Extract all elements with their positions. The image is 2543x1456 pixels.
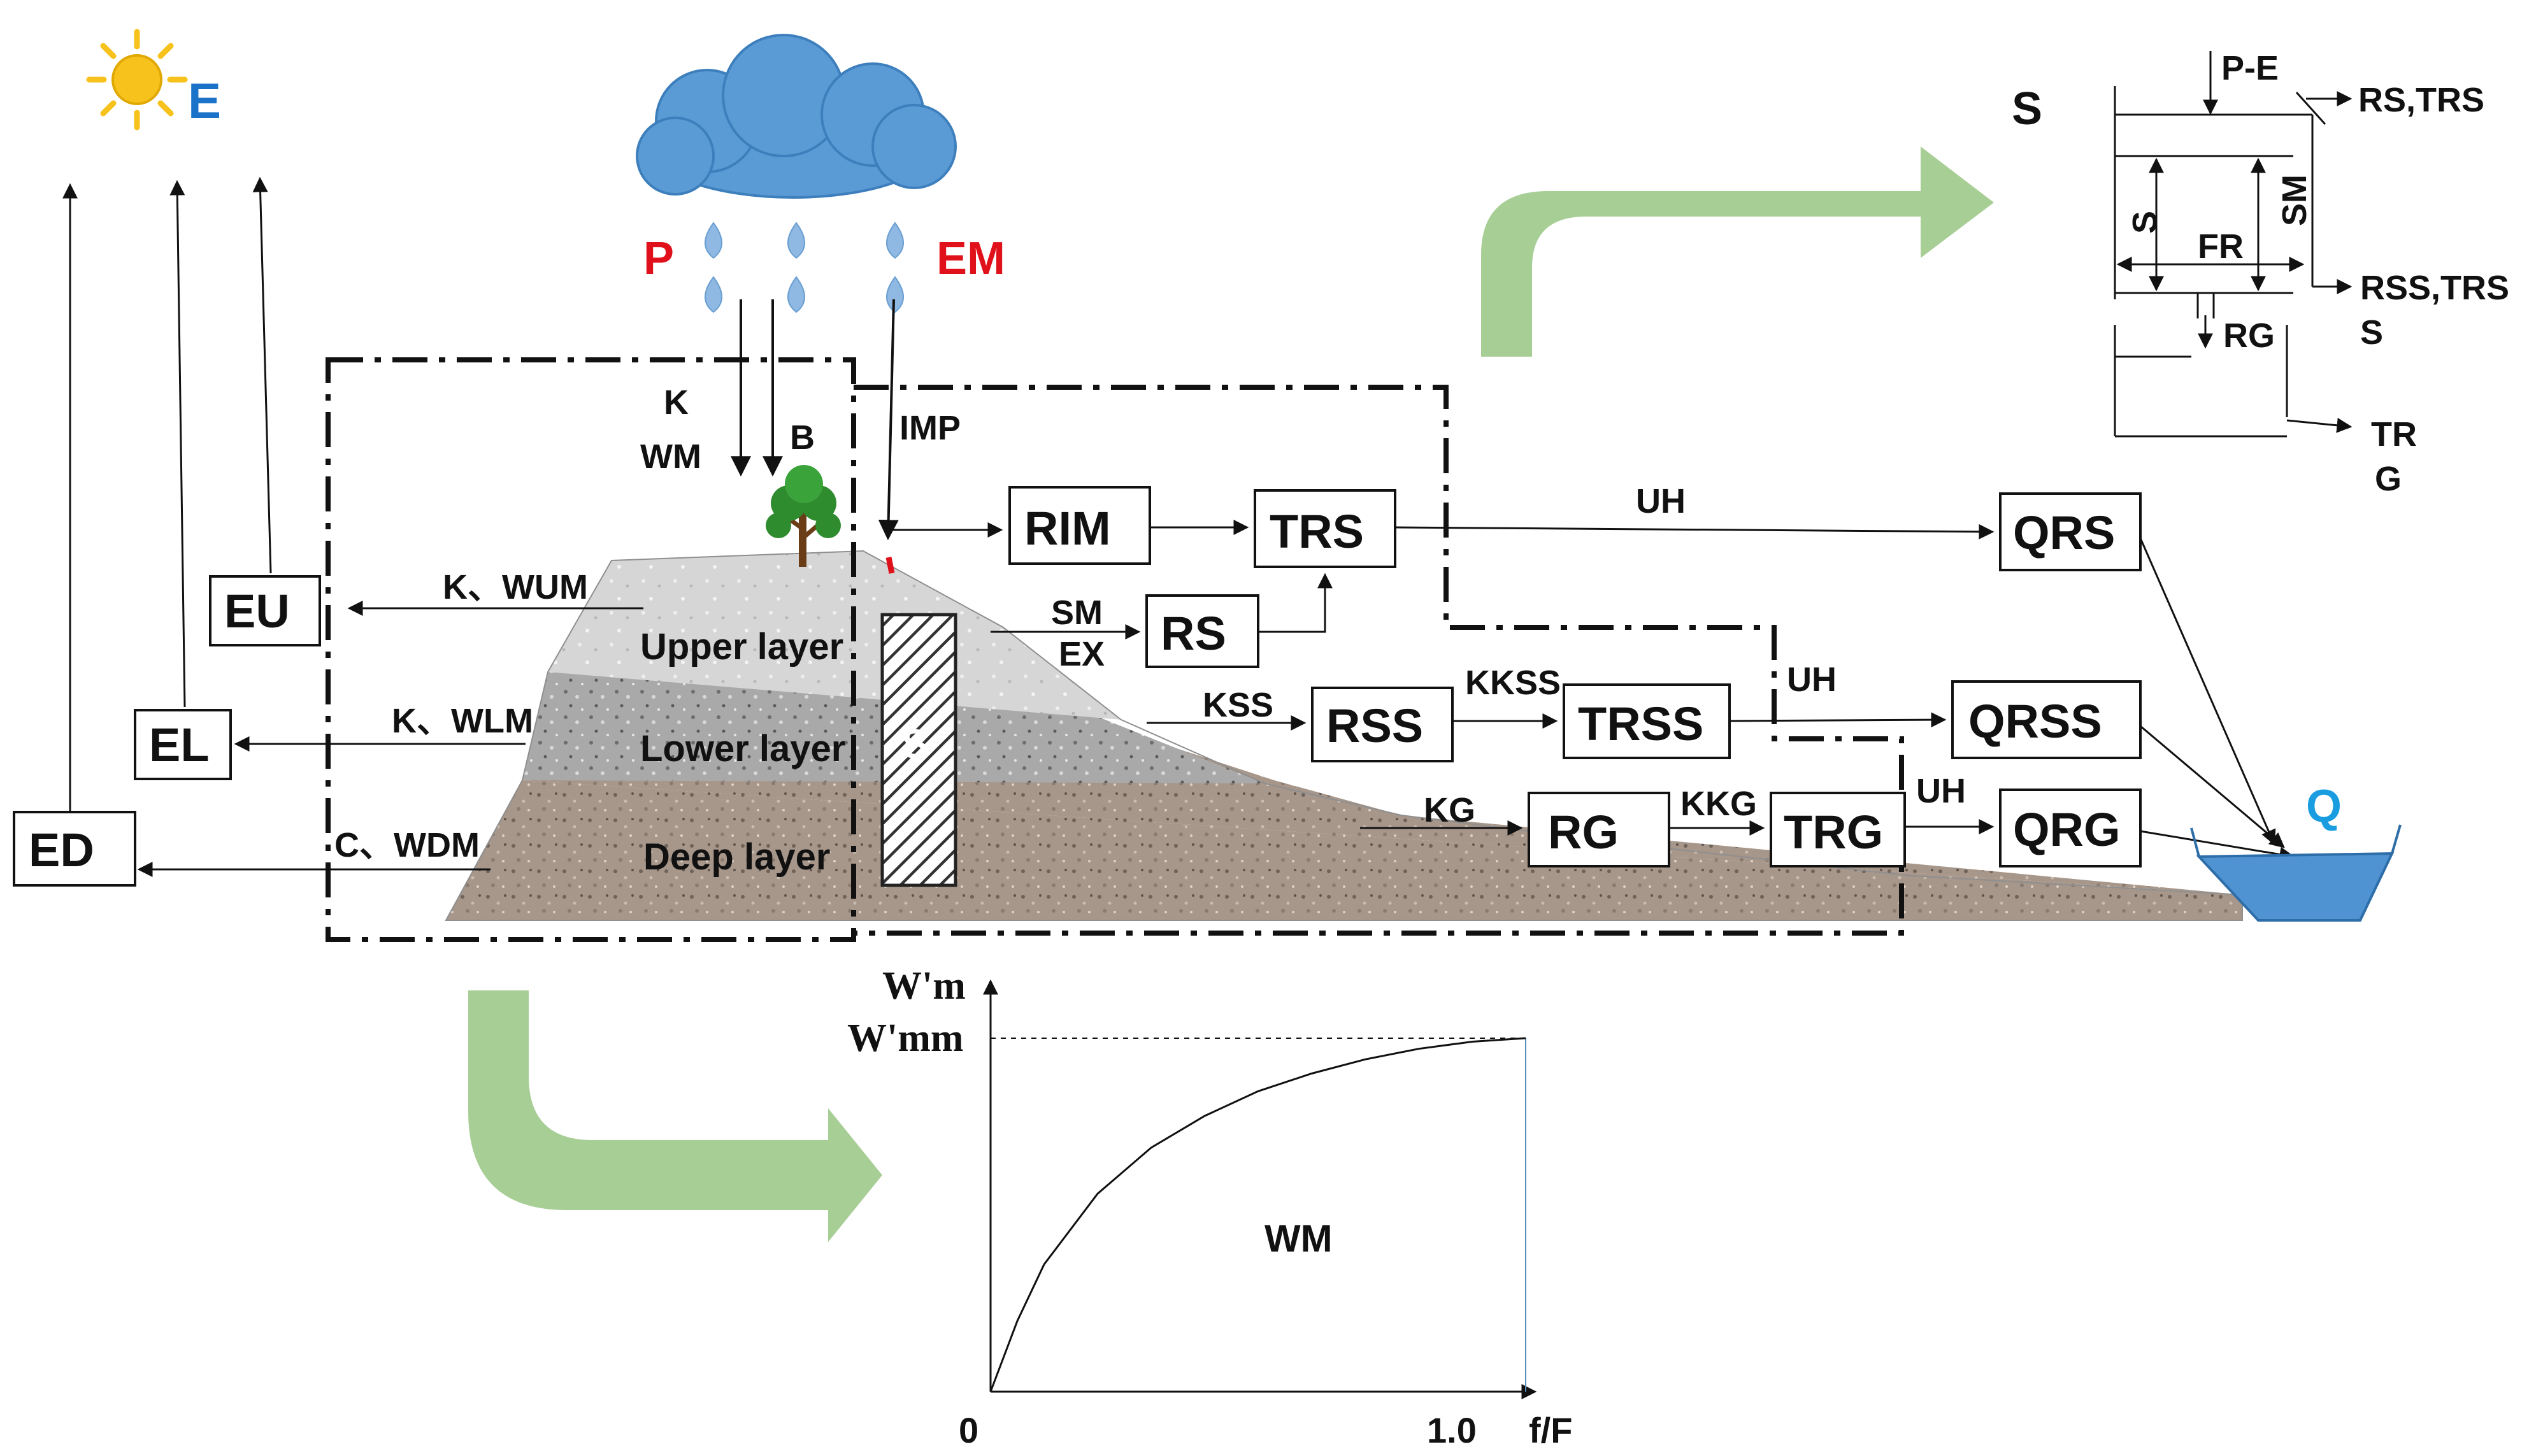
c-wdm-label: C、WDM <box>334 826 480 864</box>
red-mark <box>885 557 895 574</box>
y-label-top: W'm <box>882 964 966 1008</box>
inset-p-e: P-E <box>2221 49 2279 87</box>
x-origin-label: 0 <box>959 1410 978 1450</box>
trss-label: TRSS <box>1578 697 1703 750</box>
wm-label: WM <box>640 438 701 476</box>
uh-label-1: UH <box>1636 482 1686 520</box>
inset-rs-trs: RS,TRS <box>2358 81 2484 119</box>
capacity-curve-chart: W'm W'mm WM 0 1.0 f/F <box>847 964 1572 1450</box>
eu-label: EU <box>224 585 290 638</box>
el-box <box>134 709 232 780</box>
rs-label: RS <box>1161 607 1226 660</box>
trg-label: TRG <box>1784 806 1883 859</box>
rs-to-trs-arrow <box>1258 573 1333 633</box>
evaporation-label: E <box>188 73 221 129</box>
inset-rss-trss-1: RSS,TRS <box>2360 269 2509 307</box>
qrs-to-q-arrow <box>2139 538 2276 846</box>
qrg-box <box>1999 789 2142 867</box>
inset-s-side: S <box>2126 211 2164 234</box>
lower-layer-label: Lower layer <box>640 728 845 769</box>
inset-rss-trss-2: S <box>2360 313 2383 352</box>
qrg-to-q-arrow <box>2140 830 2295 862</box>
ex-label: EX <box>1059 635 1105 673</box>
green-arrow-upper <box>1481 146 1994 357</box>
kss-label: KSS <box>1203 686 1273 724</box>
kkss-label: KKSS <box>1465 664 1561 702</box>
area-label: WM <box>1264 1217 1333 1260</box>
ed-label: ED <box>29 824 94 876</box>
tree-icon <box>766 465 841 567</box>
green-arrow-lower <box>468 990 882 1242</box>
rim-box <box>1008 486 1151 565</box>
qrs-box <box>1999 492 2142 571</box>
b-label: B <box>790 418 815 457</box>
el-arrow <box>169 180 186 708</box>
inset-title: S <box>2012 83 2042 134</box>
trs-box <box>1254 489 1396 568</box>
inset-trg-1: TR <box>2371 415 2417 453</box>
qrss-box <box>1951 680 2142 759</box>
x-axis-label: f/F <box>1529 1410 1572 1450</box>
storage-label: S <box>901 721 929 767</box>
rs-box <box>1145 594 1259 668</box>
inset-trg-2: G <box>2375 460 2402 498</box>
sm-label: SM <box>1051 594 1103 632</box>
upper-layer <box>548 551 1121 720</box>
qrss-to-q-arrow <box>2140 725 2285 848</box>
y-label-max: W'mm <box>847 1017 964 1060</box>
rim-label: RIM <box>1024 502 1111 555</box>
rss-label: RSS <box>1326 699 1423 752</box>
inset-sm-side: SM <box>2275 175 2314 226</box>
rg-box <box>1528 792 1670 867</box>
qrs-label: QRS <box>2013 506 2115 559</box>
k-wlm-label: K、WLM <box>392 702 533 740</box>
trs-label: TRS <box>1270 505 1364 558</box>
trs-to-qrs-arrow <box>1394 524 1995 539</box>
storage-inset: S P-E RS,TRS S SM FR RSS,TRS S RG TR G <box>2012 49 2509 498</box>
imp-label: IMP <box>899 409 961 447</box>
rss-box <box>1311 687 1454 762</box>
rg-label: RG <box>1548 806 1619 859</box>
inset-fr: FR <box>2198 227 2244 266</box>
qrg-label: QRG <box>2013 803 2121 856</box>
cloud-icon <box>636 34 957 199</box>
x-one-label: 1.0 <box>1427 1410 1477 1450</box>
kg-label: KG <box>1424 791 1475 829</box>
sun-icon <box>86 29 188 131</box>
trg-box <box>1770 792 1906 867</box>
dashdot-frames <box>326 357 1904 942</box>
precipitation-label: P <box>643 233 674 284</box>
trss-to-qrss-arrow <box>1729 712 1947 728</box>
trss-box <box>1563 683 1731 759</box>
outlet-label: Q <box>2306 781 2342 832</box>
eu-arrow <box>252 176 272 574</box>
inset-rg: RG <box>2223 317 2275 355</box>
outlet-basin <box>2196 852 2395 922</box>
qrss-label: QRSS <box>1968 695 2102 748</box>
el-label: EL <box>149 718 210 771</box>
uh-label-2: UH <box>1787 660 1837 699</box>
deep-layer-label: Deep layer <box>643 836 830 878</box>
eu-box <box>209 575 321 646</box>
uh-label-3: UH <box>1916 772 1966 810</box>
kkg-label: KKG <box>1680 785 1757 823</box>
upper-layer-label: Upper layer <box>640 626 843 667</box>
k-label: K <box>664 383 689 422</box>
em-label: EM <box>936 233 1005 284</box>
ed-box <box>13 811 136 887</box>
k-wum-label: K、WUM <box>443 568 588 606</box>
raindrops-icon <box>705 222 904 313</box>
storage-column <box>880 613 957 887</box>
imp-arrow <box>878 299 899 541</box>
capacity-curve-line <box>989 1037 1526 1392</box>
